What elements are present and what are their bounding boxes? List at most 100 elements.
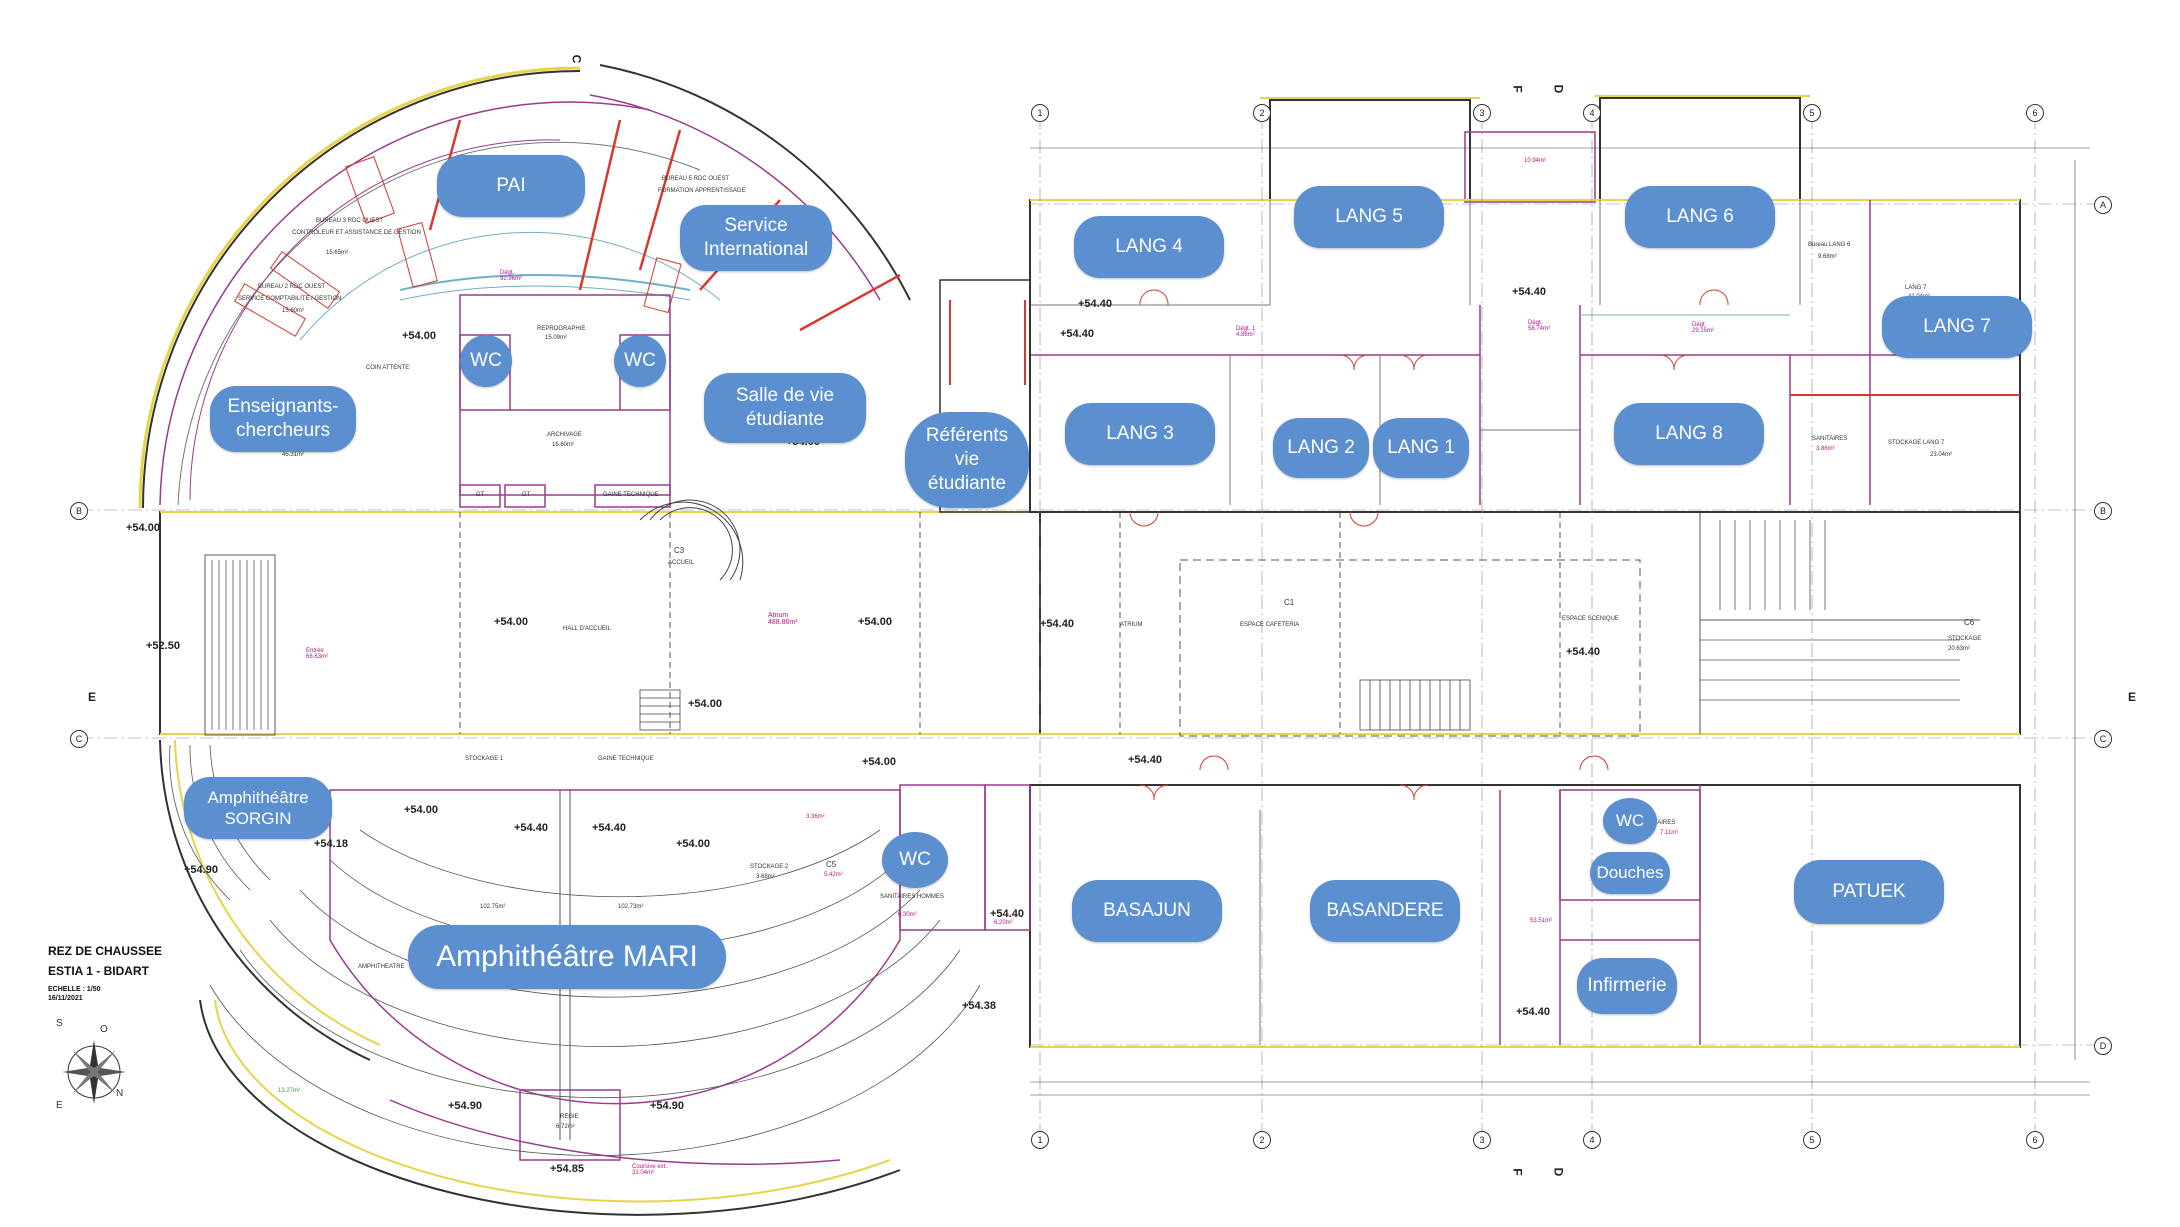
axis-col-6-top: 6 bbox=[2026, 104, 2044, 122]
room-tag-lang4[interactable]: LANG 4 bbox=[1074, 216, 1224, 278]
label-service-comptabilite: SERVICE COMPTABILITE / GESTION bbox=[238, 296, 342, 302]
label-stockage: STOCKAGE bbox=[1948, 636, 1982, 642]
section-mark-d-top: D bbox=[1551, 84, 1566, 94]
level-marker: +54.90 bbox=[184, 864, 218, 876]
area-reprographie: 15.09m² bbox=[545, 335, 568, 341]
level-marker: +54.18 bbox=[314, 838, 348, 850]
south-block bbox=[899, 784, 2021, 1048]
mag-degt-lang-north: Dégt. 58.74m² bbox=[1528, 320, 1551, 332]
level-marker: +54.40 bbox=[1512, 286, 1546, 298]
plan-date: 16/11/2021 bbox=[48, 995, 83, 1002]
axis-col-5-top: 5 bbox=[1803, 104, 1821, 122]
label-gaine-technique-2: GAINE TECHNIQUE bbox=[598, 756, 654, 762]
area-stockage-lang7: 23.04m² bbox=[1930, 452, 1953, 458]
room-tag-amphitheatre-sorgin[interactable]: Amphithéâtre SORGIN bbox=[184, 777, 332, 839]
label-controleur: CONTROLEUR ET ASSISTANCE DE GESTION bbox=[292, 230, 421, 236]
axis-row-a-right: A bbox=[2094, 196, 2112, 214]
room-tag-wc-west-1[interactable]: WC bbox=[460, 335, 512, 387]
level-marker: +54.85 bbox=[550, 1163, 584, 1175]
label-stockage-lang7: STOCKAGE LANG 7 bbox=[1888, 440, 1945, 446]
axis-col-1-bottom: 1 bbox=[1031, 1131, 1049, 1149]
label-sanitaires-hommes: SANITAIRES HOMMES bbox=[880, 894, 944, 900]
room-tag-enseignants-chercheurs[interactable]: Enseignants- chercheurs bbox=[210, 386, 356, 452]
level-marker: +54.40 bbox=[1566, 646, 1600, 658]
west-stairs bbox=[204, 554, 276, 736]
building-name: ESTIA 1 - BIDART bbox=[48, 964, 149, 978]
mag-sanitaires-south: 7.11m² bbox=[1660, 830, 1679, 836]
plan-scale: ECHELLE : 1/50 bbox=[48, 986, 101, 993]
label-hall-accueil: HALL D'ACCUEIL bbox=[563, 626, 611, 632]
label-espace-cafeteria: ESPACE CAFETERIA bbox=[1240, 622, 1300, 628]
axis-col-6-bottom: 6 bbox=[2026, 1131, 2044, 1149]
level-marker: +54.00 bbox=[862, 756, 896, 768]
area-stockage-east: 20.63m² bbox=[1948, 646, 1971, 652]
label-formation-apprentissage: FORMATION APPRENTISSAGE bbox=[658, 188, 746, 194]
plan-title: REZ DE CHAUSSEE bbox=[48, 944, 163, 958]
mag-entree: Entrée 68.63m² bbox=[306, 648, 329, 660]
mag-top-room: 10.94m² bbox=[1524, 158, 1547, 164]
mag-c6-2: 5.42m² bbox=[824, 872, 843, 878]
room-tag-douches[interactable]: Douches bbox=[1590, 852, 1670, 894]
label-bureau-3: BUREAU 3 RDC OUEST bbox=[316, 218, 384, 224]
level-marker: +54.90 bbox=[650, 1100, 684, 1112]
connector bbox=[939, 279, 1031, 513]
room-tag-basandere[interactable]: BASANDERE bbox=[1310, 880, 1460, 942]
axis-row-b-left: B bbox=[70, 502, 88, 520]
section-mark-c: C bbox=[569, 54, 584, 64]
area-archivage: 16.60m² bbox=[552, 442, 575, 448]
area-amphi-right: 102.73m² bbox=[618, 904, 644, 910]
room-tag-service-international[interactable]: Service International bbox=[680, 205, 832, 271]
room-tag-lang3[interactable]: LANG 3 bbox=[1065, 403, 1215, 465]
label-bureau-5: BUREAU 5 RDC OUEST bbox=[662, 176, 730, 182]
compass-letter-n: N bbox=[116, 1088, 124, 1099]
room-tag-lang1[interactable]: LANG 1 bbox=[1373, 418, 1469, 478]
level-marker: +54.40 bbox=[1516, 1006, 1550, 1018]
room-tag-basajun[interactable]: BASAJUN bbox=[1072, 880, 1222, 942]
level-marker: +54.00 bbox=[126, 522, 160, 534]
area-bureau-3: 15.65m² bbox=[326, 250, 349, 256]
room-tag-patuek[interactable]: PATUEK bbox=[1794, 860, 1944, 924]
room-tag-lang2[interactable]: LANG 2 bbox=[1273, 418, 1369, 478]
room-tag-lang8[interactable]: LANG 8 bbox=[1614, 403, 1764, 465]
label-stockage-2: STOCKAGE 2 bbox=[750, 864, 789, 870]
axis-row-c-right: C bbox=[2094, 730, 2112, 748]
mag-south-corridor: 53.51m² bbox=[1530, 918, 1553, 924]
label-gt-2: GT bbox=[522, 492, 531, 498]
level-marker: +52.50 bbox=[146, 640, 180, 652]
room-tag-referents-vie-etudiante[interactable]: Référents vie étudiante bbox=[905, 412, 1029, 508]
section-mark-f-top: F bbox=[1510, 85, 1525, 93]
level-marker: +54.40 bbox=[514, 822, 548, 834]
west-wing-furniture bbox=[234, 156, 682, 337]
room-tag-salle-vie-etudiante[interactable]: Salle de vie étudiante bbox=[704, 373, 866, 443]
label-sanitaires-north: SANITAIRES bbox=[1812, 436, 1848, 442]
axis-col-4-top: 4 bbox=[1583, 104, 1601, 122]
label-c3: C3 bbox=[674, 546, 685, 555]
label-lang7-small: LANG 7 bbox=[1905, 285, 1927, 291]
level-marker: +54.40 bbox=[592, 822, 626, 834]
axis-row-d-right: D bbox=[2094, 1037, 2112, 1055]
mag-sanitaires-north: 3.86m² bbox=[1816, 446, 1835, 452]
room-tag-wc-sanitaires[interactable]: WC bbox=[1603, 798, 1657, 844]
room-tag-lang7[interactable]: LANG 7 bbox=[1882, 296, 2032, 358]
mag-wc-hommes: 6.30m² bbox=[898, 912, 917, 918]
room-tag-amphitheatre-mari[interactable]: Amphithéâtre MARI bbox=[408, 925, 726, 989]
label-c5: C5 bbox=[826, 860, 837, 869]
label-espace-scenique: ESPACE SCENIQUE bbox=[1562, 616, 1619, 622]
label-c6: C6 bbox=[1964, 618, 1975, 627]
room-tag-pai[interactable]: PAI bbox=[437, 155, 585, 217]
west-core bbox=[459, 294, 671, 508]
compass-letter-e: E bbox=[56, 1100, 63, 1111]
central-band bbox=[159, 511, 2021, 737]
room-tag-wc-west-2[interactable]: WC bbox=[614, 335, 666, 387]
room-tag-wc-south[interactable]: WC bbox=[882, 832, 948, 888]
room-tag-lang5[interactable]: LANG 5 bbox=[1294, 186, 1444, 248]
room-tag-infirmerie[interactable]: Infirmerie bbox=[1577, 958, 1677, 1014]
level-marker: +54.00 bbox=[688, 698, 722, 710]
axis-row-b-right: B bbox=[2094, 502, 2112, 520]
atrium-steps bbox=[639, 679, 1471, 731]
compass-letter-s: S bbox=[56, 1018, 63, 1029]
grid-lines bbox=[80, 115, 2110, 1135]
level-marker: +54.40 bbox=[1128, 754, 1162, 766]
room-tag-lang6[interactable]: LANG 6 bbox=[1625, 186, 1775, 248]
